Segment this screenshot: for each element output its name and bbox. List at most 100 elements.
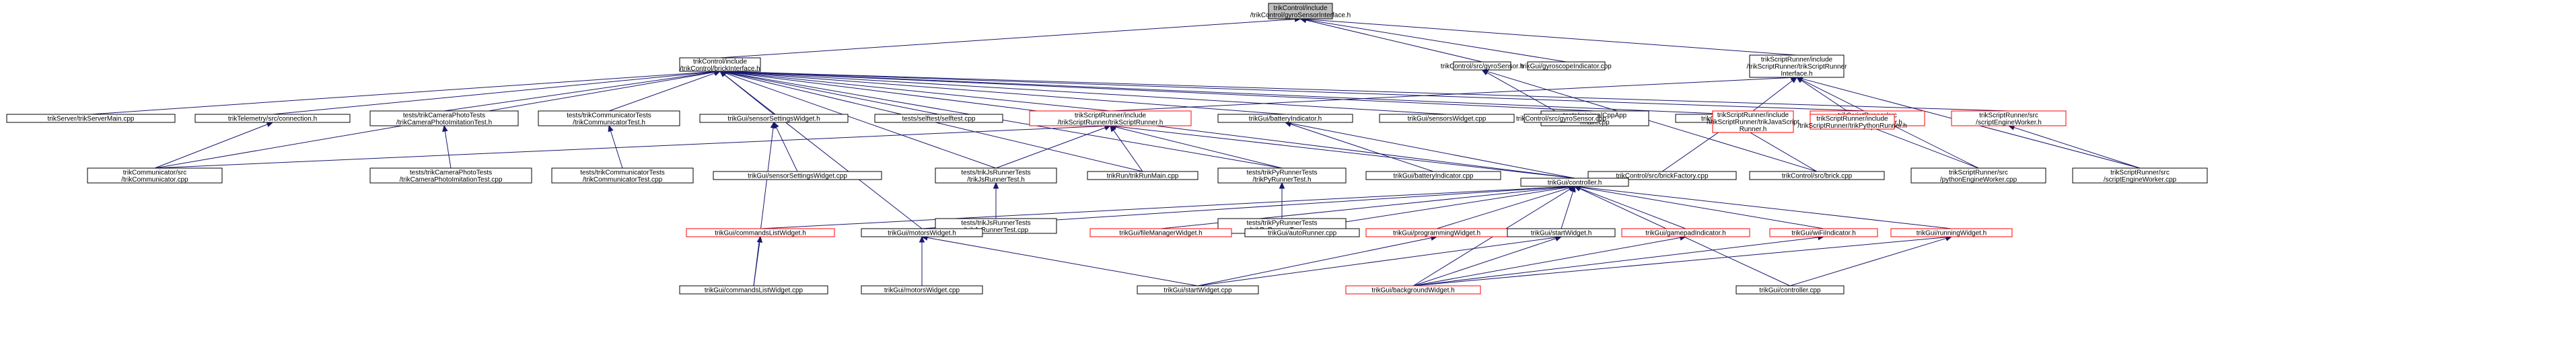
node-camera-photo-test-cpp[interactable]: tests/trikCameraPhotoTests/trikCameraPho… (369, 167, 532, 184)
node-box (194, 114, 351, 123)
node-selftest[interactable]: tests/selftest/selftest.cpp (874, 114, 1003, 123)
node-label: trikGui/sensorSettingsWidget.h (727, 116, 820, 123)
node-py-runner-test-h[interactable]: tests/trikPyRunnerTests/trikPyRunnerTest… (1217, 167, 1347, 184)
node-label: trikGui/backgroundWidget.h (1371, 287, 1454, 295)
node-commands-list-widget-h[interactable]: trikGui/commandsListWidget.h (686, 228, 835, 237)
edge-arrowhead (1573, 186, 1581, 192)
node-gyroscope-indicator[interactable]: trikGui/gyroscopeIndicator.cpp (1521, 61, 1612, 71)
node-label: trikTelemetry/src/connection.h (228, 116, 317, 123)
node-battery-indicator-cpp[interactable]: trikGui/batteryIndicator.cpp (1365, 171, 1501, 180)
edge-startWidgetCpp-to-motorsWidgetH (921, 235, 1198, 286)
node-comm-test-h[interactable]: tests/trikCommunicatorTests/trikCommunic… (538, 110, 680, 126)
node-script-engine-worker-h[interactable]: trikScriptRunner/src/scriptEngineWorker.… (1951, 110, 2067, 126)
node-sensors-widget[interactable]: trikGui/sensorsWidget.cpp (1379, 114, 1515, 123)
node-label: trikScriptRunner/src (1949, 169, 2008, 176)
node-run-main[interactable]: trikRun/trikRunMain.cpp (1087, 171, 1198, 180)
node-commands-list-widget-cpp[interactable]: trikGui/commandsListWidget.cpp (679, 285, 828, 295)
node-running-widget-h[interactable]: trikGui/runningWidget.h (1890, 228, 2013, 237)
edge-line (753, 127, 774, 286)
edge-gyroscopeIndicator-to-root (1299, 17, 1567, 63)
node-label: trikGui/wiFiIndicator.h (1791, 230, 1856, 237)
node-controller-h[interactable]: trikGui/controller.h (1520, 178, 1629, 187)
edge-line (725, 71, 1111, 112)
node-label: trikRun/trikRunMain.cpp (1107, 173, 1179, 180)
node-box (551, 167, 694, 184)
node-controller-cpp[interactable]: trikGui/controller.cpp (1736, 285, 1845, 295)
edge-line (725, 71, 2009, 112)
edge-line (1872, 127, 1979, 169)
node-label: trikScriptRunner/include (1075, 112, 1147, 119)
node-comm-test-cpp[interactable]: tests/trikCommunicatorTests/trikCommunic… (551, 167, 694, 184)
node-js-runner-test-h[interactable]: tests/trikJsRunnerTests/trikJsRunnerTest… (935, 167, 1057, 184)
edge-arrowhead (442, 124, 448, 132)
node-motors-widget-cpp[interactable]: trikGui/motorsWidget.cpp (861, 285, 983, 295)
node-communicator-cpp[interactable]: trikCommunicator/src/trikCommunicator.cp… (87, 167, 223, 184)
node-wi-fi-indicator-h[interactable]: trikGui/wiFiIndicator.h (1769, 228, 1878, 237)
node-script-engine-worker-cpp[interactable]: trikScriptRunner/src/scriptEngineWorker.… (2072, 167, 2208, 184)
node-box (1137, 285, 1259, 295)
node-script-runner-h[interactable]: trikScriptRunner/include/trikScriptRunne… (1029, 110, 1192, 126)
node-brick-cpp[interactable]: trikControl/src/brick.cpp (1749, 171, 1885, 180)
node-box (6, 114, 176, 123)
node-server-main[interactable]: trikServer/trikServerMain.cpp (6, 114, 176, 123)
node-camera-photo-test-h[interactable]: tests/trikCameraPhotoTests/trikCameraPho… (369, 110, 519, 126)
node-label: /pythonEngineWorker.cpp (1940, 176, 2017, 184)
node-brick-interface[interactable]: trikControl/include/trikControl/brickInt… (679, 57, 761, 73)
node-root[interactable]: trikControl/include/trikControl/gyroSens… (1250, 3, 1351, 20)
node-box (369, 110, 519, 126)
node-script-runner-interface[interactable]: trikScriptRunner/include/trikScriptRunne… (1747, 54, 1848, 78)
node-start-widget-h[interactable]: trikGui/startWidget.h (1507, 228, 1616, 237)
node-box (1749, 171, 1885, 180)
edge-line (154, 125, 1106, 169)
node-background-widget[interactable]: trikGui/backgroundWidget.h (1345, 285, 1481, 295)
edge-line (1801, 80, 1853, 115)
edge-line (1110, 77, 1792, 112)
node-label: trikGui/batteryIndicator.cpp (1394, 173, 1474, 180)
node-file-manager-widget-h[interactable]: trikGui/fileManagerWidget.h (1089, 228, 1232, 237)
edge-cameraPhotoTestCpp-to-cameraPhotoTestH (442, 124, 452, 169)
node-brick-factory[interactable]: trikControl/src/brickFactory.cpp (1587, 171, 1737, 180)
node-python-engine-worker-cpp[interactable]: trikScriptRunner/src/pythonEngineWorker.… (1910, 167, 2046, 184)
node-gyro-sensor-h[interactable]: trikControl/src/gyroSensor.h (1441, 61, 1524, 71)
node-gamepad-indicator-h[interactable]: trikGui/gamepadIndicator.h (1621, 228, 1750, 237)
node-label: trikGui/runningWidget.h (1917, 230, 1987, 237)
edge-line (995, 127, 1106, 169)
node-box (1029, 110, 1192, 126)
node-label: /trikScriptRunner/trikPythonRunner.h (1797, 122, 1906, 130)
node-label: Interface.h (1781, 71, 1812, 78)
edge-line (2013, 126, 2141, 169)
node-python-runner[interactable]: trikScriptRunner/include/trikScriptRunne… (1797, 114, 1907, 130)
edge-jsRunnerTestH-to-scriptRunnerH (995, 124, 1112, 169)
node-gyro-sensor-cpp[interactable]: trikControl/src/gyroSensor.cpp (1516, 114, 1606, 123)
edge-line (444, 130, 452, 169)
node-box (861, 228, 983, 237)
node-box (1217, 167, 1347, 184)
node-label: trikControl/src/gyroSensor.h (1441, 63, 1524, 71)
node-programming-widget-h[interactable]: trikGui/programmingWidget.h (1365, 228, 1508, 237)
node-battery-indicator-h[interactable]: trikGui/batteryIndicator.h (1217, 114, 1353, 123)
node-start-widget-cpp[interactable]: trikGui/startWidget.cpp (1137, 285, 1259, 295)
edge-controllerCpp-to-runningWidgetH (1789, 235, 1953, 286)
edge-line (1305, 20, 1482, 63)
node-label: trikGui/startWidget.h (1531, 230, 1592, 237)
edge-wiFiIndicatorH-to-controllerH (1573, 184, 1824, 229)
node-auto-runner[interactable]: trikGui/autoRunner.cpp (1244, 228, 1360, 237)
node-telemetry-connection[interactable]: trikTelemetry/src/connection.h (194, 114, 351, 123)
node-motors-widget-h[interactable]: trikGui/motorsWidget.h (861, 228, 983, 237)
edge-line (1487, 72, 1562, 115)
node-label: /scriptEngineWorker.cpp (2104, 176, 2177, 184)
node-sensor-settings-widget-cpp[interactable]: trikGui/sensorSettingsWidget.cpp (713, 171, 882, 180)
edge-line (725, 72, 939, 115)
edge-backgroundWidget-to-wiFiIndicatorH (1412, 234, 1825, 286)
node-label: trikGui/controller.cpp (1759, 287, 1821, 295)
node-box (874, 114, 1003, 123)
edge-jsRunnerTestCpp-to-jsRunnerTestH (993, 182, 999, 219)
edge-line (1412, 237, 1681, 286)
node-js-script-runner[interactable]: trikScriptRunner/include/trikScriptRunne… (1707, 110, 1799, 133)
node-label: trikServer/trikServerMain.cpp (48, 116, 135, 123)
node-box (861, 285, 983, 295)
edge-line (1113, 130, 1143, 172)
edge-line (1197, 237, 1557, 286)
node-sensor-settings-widget-h[interactable]: trikGui/sensorSettingsWidget.h (699, 114, 849, 123)
